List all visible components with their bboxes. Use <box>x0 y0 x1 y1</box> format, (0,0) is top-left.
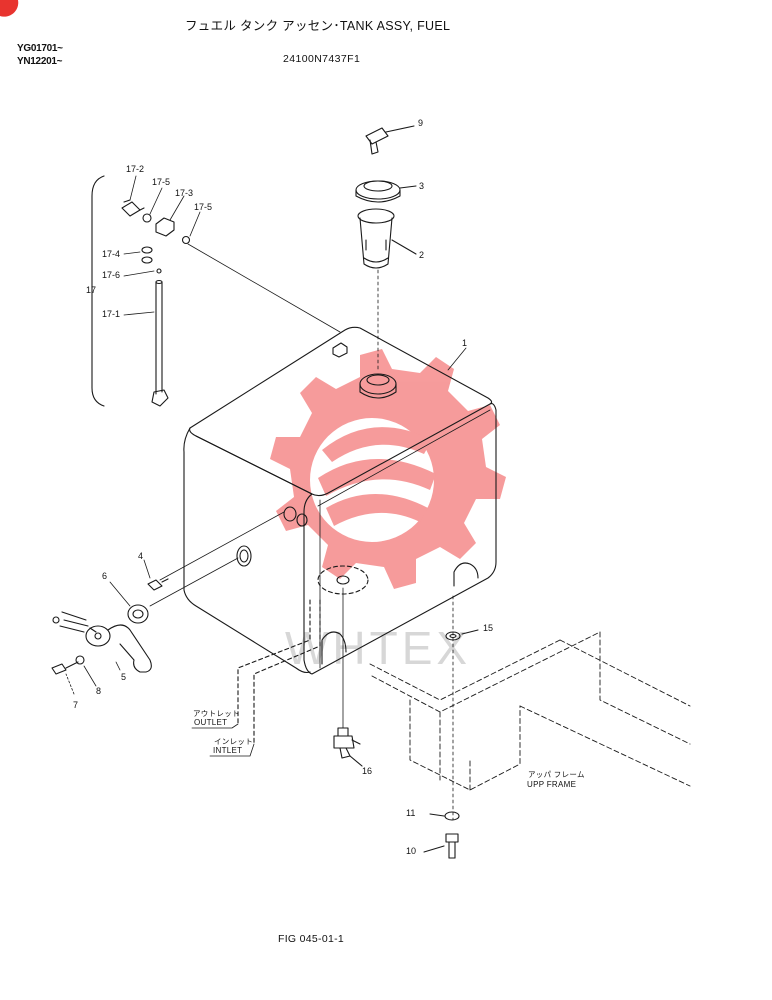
assembly-part-number: 24100N7437F1 <box>283 53 361 65</box>
part-drain-cock <box>333 727 363 767</box>
drawing-title: フュエル タンク アッセン･TANK ASSY, FUEL <box>185 19 451 33</box>
callout-4: 4 <box>138 551 144 561</box>
callout-17-5b: 17-5 <box>194 202 213 212</box>
inlet-note-jp: インレット <box>214 737 253 746</box>
callout-17-5a: 17-5 <box>152 177 171 187</box>
label-leaders <box>65 175 467 695</box>
callout-7: 7 <box>73 700 79 710</box>
callout-17-3: 17-3 <box>175 188 194 198</box>
outlet-note-jp: アウトレット <box>193 709 240 718</box>
inlet-note: INTLET <box>213 746 243 755</box>
part-sender-assy <box>121 199 191 407</box>
callout-1: 1 <box>462 338 468 348</box>
callout-9: 9 <box>418 118 424 128</box>
upper-frame-outline <box>369 631 691 791</box>
part-level-sender <box>52 611 152 673</box>
callout-16: 16 <box>362 766 373 776</box>
part-gasket <box>127 604 149 624</box>
fuel-tank-body <box>183 326 497 745</box>
serial-range-2: YN12201~ <box>17 56 63 67</box>
callout-17: 17 <box>86 285 97 295</box>
part-filler-cap <box>355 180 417 203</box>
callout-3: 3 <box>419 181 425 191</box>
watermark-logo <box>270 349 506 589</box>
callout-11: 11 <box>406 808 416 818</box>
callout-6: 6 <box>102 571 108 581</box>
callout-2: 2 <box>419 250 425 260</box>
callout-10: 10 <box>406 846 417 856</box>
group-bracket-17 <box>91 175 105 407</box>
callout-17-1: 17-1 <box>102 309 121 319</box>
inlet-underline <box>209 743 255 757</box>
part-washer-15 <box>445 629 479 641</box>
callout-17-6: 17-6 <box>102 270 121 280</box>
part-key <box>365 125 415 155</box>
watermark-word: WHTEX <box>285 622 471 674</box>
upper-frame-note-jp: アッパ フレーム <box>528 770 585 779</box>
exploded-leader-lines <box>149 243 454 821</box>
callout-8: 8 <box>96 686 102 696</box>
part-strainer <box>357 208 417 269</box>
callout-5: 5 <box>121 672 127 682</box>
callout-15: 15 <box>483 623 494 633</box>
part-washer-11 <box>429 811 460 821</box>
part-plug <box>147 578 169 591</box>
part-bolt-10 <box>423 833 459 859</box>
part-screw-washer <box>51 655 85 675</box>
callout-17-4: 17-4 <box>102 249 121 259</box>
callout-17-2: 17-2 <box>126 164 145 174</box>
figure-number: FIG 045-01-1 <box>278 933 345 945</box>
corner-mark <box>0 0 19 17</box>
outlet-underline <box>191 723 239 729</box>
serial-range-1: YG01701~ <box>17 43 63 54</box>
outlet-note: OUTLET <box>194 718 228 727</box>
upper-frame-note: UPP FRAME <box>527 780 577 789</box>
